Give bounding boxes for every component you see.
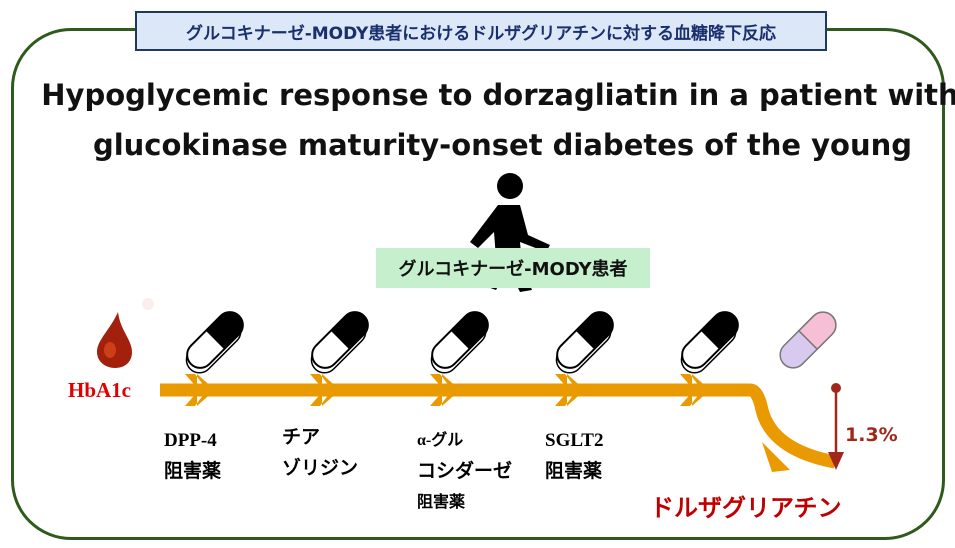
- drug-label-agi: α-グルコシダーゼ阻害薬: [417, 432, 513, 511]
- pill-icon: [680, 311, 739, 374]
- arrow-chevron: [680, 374, 710, 406]
- blood-drop-icon: [97, 312, 132, 368]
- dorzagliatin-label: ドルザグリアチン: [650, 494, 842, 522]
- arrow-chevron: [310, 374, 340, 406]
- reduction-arrow: [828, 383, 844, 470]
- title-line-2: glucokinase maturity-onset diabetes of t…: [92, 128, 913, 162]
- arrow-chevron: [185, 374, 215, 406]
- hba1c-trend-arrow: [160, 383, 837, 469]
- arrow-chevron: [555, 374, 585, 406]
- title-line-1: Hypoglycemic response to dorzagliatin in…: [41, 78, 955, 112]
- arrow-chevron: [430, 374, 460, 406]
- hba1c-label: HbA1c: [68, 378, 131, 402]
- pill-icon: [185, 311, 244, 374]
- reduction-value: 1.3%: [845, 424, 898, 446]
- japanese-title-box: グルコキナーゼ-MODY患者におけるドルザグリアチンに対する血糖降下反応: [135, 11, 827, 51]
- dorzagliatin-pill-icon: [779, 311, 837, 369]
- down-arrowhead: [762, 442, 790, 472]
- drug-label-tzd: チアゾリジン: [282, 427, 359, 479]
- pill-icon: [555, 311, 614, 374]
- pill-icon: [430, 311, 489, 374]
- pill-icon: [310, 311, 369, 374]
- patient-label: グルコキナーゼ-MODY患者: [376, 248, 650, 288]
